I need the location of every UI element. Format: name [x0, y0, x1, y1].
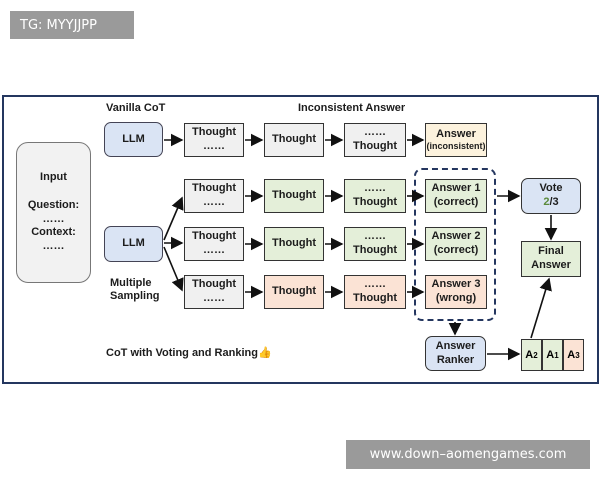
- cot-voting-ranking-label: CoT with Voting and Ranking👍: [106, 347, 272, 359]
- multiple-label: Multiple: [110, 277, 152, 289]
- answer-inconsistent: Answer(inconsistent): [425, 123, 487, 157]
- thought-row0-step3: ……Thought: [344, 123, 406, 157]
- thought-row1-step3: ……Thought: [344, 179, 406, 213]
- context-dots: ……: [42, 240, 65, 253]
- arrow-llm-to-r3: [163, 246, 184, 292]
- watermark-top: TG: MYYJJPP: [10, 11, 134, 39]
- answer-2: Answer 2(correct): [425, 227, 487, 261]
- sampling-label: Sampling: [110, 290, 160, 302]
- question-dots: ……: [42, 212, 65, 225]
- question-label: Question:: [27, 198, 80, 211]
- thought-row2-step1: Thought……: [184, 227, 244, 261]
- thought-row0-step1: Thought……: [184, 123, 244, 157]
- diagram-frame: [2, 95, 599, 384]
- thought-row0-step2: Thought: [264, 123, 324, 157]
- vote-count: 2: [543, 196, 550, 208]
- answer-1: Answer 1(correct): [425, 179, 487, 213]
- thought-row1-step2: Thought: [264, 179, 324, 213]
- llm-vanilla: LLM: [104, 122, 163, 157]
- watermark-bottom: www.down–aomengames.com: [346, 440, 590, 469]
- arrow-llm-to-r1: [163, 196, 184, 241]
- thought-row3-step2: Thought: [264, 275, 324, 309]
- vanilla-cot-label: Vanilla CoT: [106, 102, 166, 114]
- thought-row1-step1: Thought……: [184, 179, 244, 213]
- vote-box: Vote 2/3: [521, 178, 581, 214]
- inconsistent-answer-label: Inconsistent Answer: [298, 102, 406, 114]
- llm-sampling: LLM: [104, 226, 163, 262]
- input-title: Input: [40, 171, 67, 184]
- arrow-ranked-to-final: [530, 277, 552, 339]
- thought-row2-step3: ……Thought: [344, 227, 406, 261]
- thought-row3-step1: Thought……: [184, 275, 244, 309]
- thought-row2-step2: Thought: [264, 227, 324, 261]
- answer-3: Answer 3(wrong): [425, 275, 487, 309]
- input-box: Input Question: …… Context: ……: [16, 142, 91, 283]
- context-label: Context:: [31, 226, 76, 239]
- thought-row3-step3: ……Thought: [344, 275, 406, 309]
